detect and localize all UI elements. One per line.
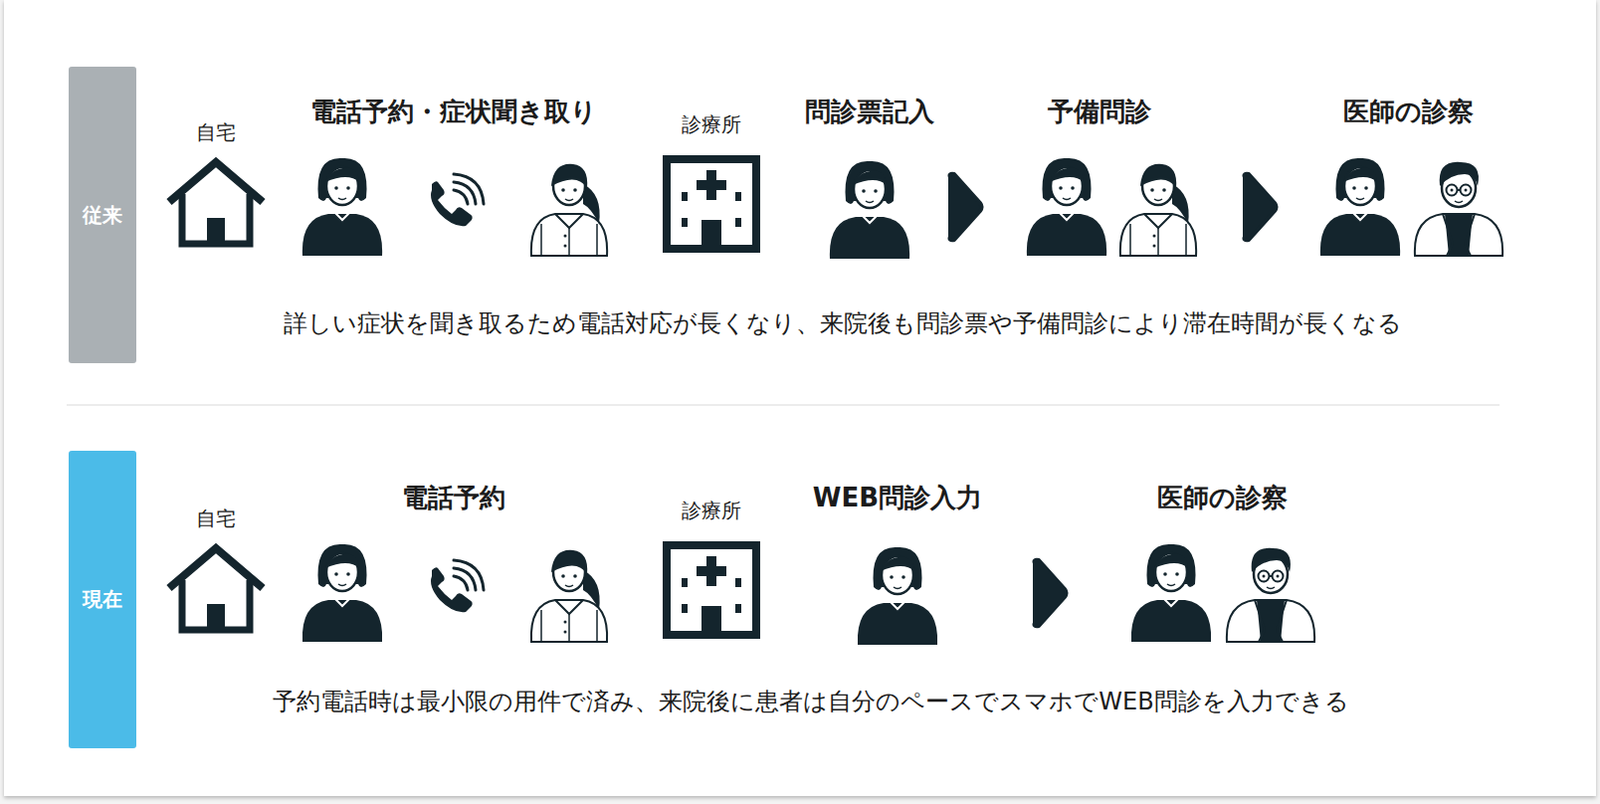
place-label: 自宅 [196, 120, 236, 145]
woman-icon [857, 547, 938, 645]
woman-icon [302, 158, 383, 256]
woman-icon [1131, 544, 1211, 642]
woman-icon [1026, 158, 1107, 256]
house-icon [169, 548, 263, 630]
woman-icon [829, 161, 910, 259]
step-title: WEB問診入力 [812, 482, 983, 514]
divider-line [66, 403, 1500, 406]
woman-icon [1320, 158, 1400, 256]
phone-icon [430, 560, 484, 612]
row-label: 従来 [82, 201, 123, 229]
row-label: 現在 [82, 586, 123, 613]
place-label: 診療所 [681, 112, 742, 137]
doctor-icon [1414, 162, 1503, 256]
doctor-icon [1226, 548, 1315, 642]
house-icon [169, 162, 263, 244]
step-title: 医師の診察 [1157, 482, 1288, 514]
step-title: 予備問診 [1047, 96, 1152, 128]
row-band: 現在 [68, 450, 137, 749]
step-title: 電話予約・症状聞き取り [310, 96, 598, 128]
nurse-icon [531, 164, 607, 256]
place-label: 自宅 [196, 506, 236, 531]
place-label: 診療所 [681, 498, 742, 523]
clinic-icon [666, 545, 757, 635]
step-title: 問診票記入 [804, 96, 935, 128]
step-title: 医師の診察 [1343, 96, 1474, 128]
clinic-icon [666, 159, 757, 249]
phone-icon [430, 174, 484, 226]
woman-icon [302, 544, 383, 642]
row-band: 従来 [68, 66, 137, 364]
nurse-icon [531, 550, 607, 642]
row-description: 予約電話時は最小限の用件で済み、来院後に患者は自分のペースでスマホでWEB問診を… [272, 687, 1349, 717]
step-title: 電話予約 [401, 482, 506, 514]
tri-icon [1034, 560, 1067, 626]
nurse-icon [1120, 164, 1197, 256]
tri-icon [950, 174, 983, 240]
tri-icon [1244, 174, 1277, 240]
row-description: 詳しい症状を聞き取るため電話対応が長くなり、来院後も問診票や予備問診により滞在時… [283, 309, 1402, 339]
